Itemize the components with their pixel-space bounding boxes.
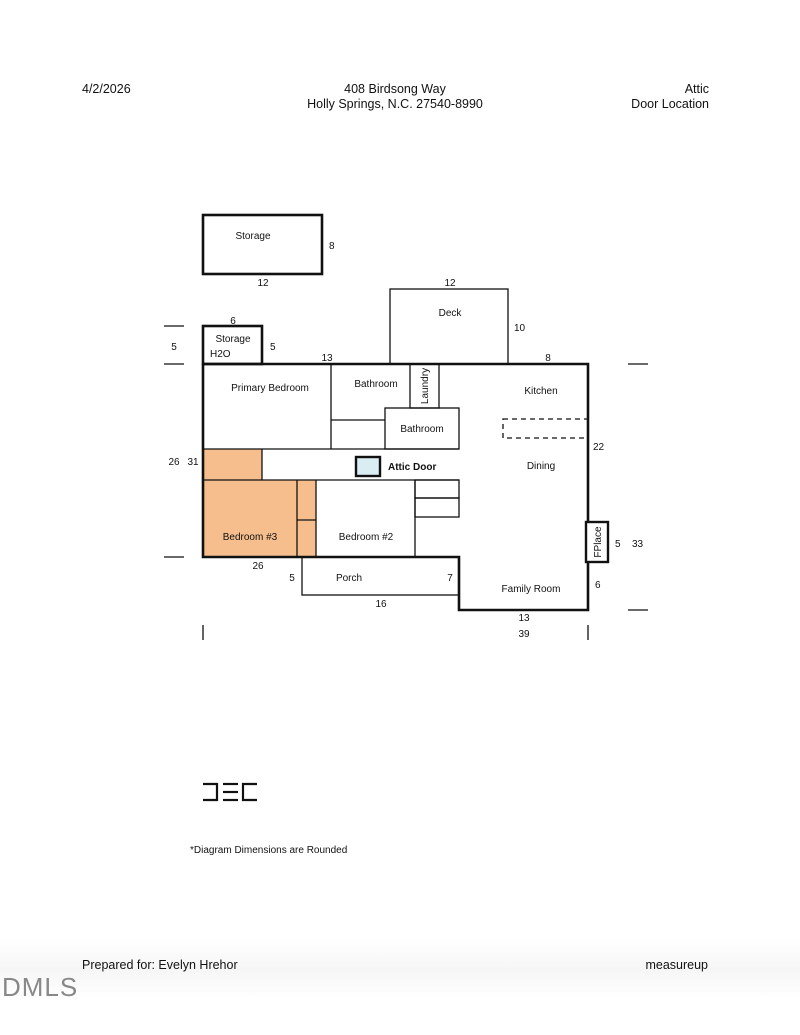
dim: 12	[444, 278, 456, 289]
dim: 8	[329, 241, 335, 252]
dim: 26	[252, 561, 264, 572]
storage-detached	[201, 213, 324, 276]
label-primary-bedroom: Primary Bedroom	[231, 383, 309, 394]
dim: 31	[187, 457, 199, 468]
label-laundry: Laundry	[420, 368, 431, 404]
bedroom3-area	[203, 480, 316, 557]
label-bedroom3: Bedroom #3	[223, 532, 278, 543]
dim: 6	[230, 316, 236, 327]
prepared-for: Prepared for: Evelyn Hrehor	[82, 958, 238, 972]
address-line1: 408 Birdsong Way	[344, 82, 446, 96]
attic-door-marker[interactable]	[354, 455, 382, 478]
dim: 5	[289, 573, 295, 584]
brand: measureup	[645, 958, 708, 972]
plan-title: Attic Door Location	[631, 82, 709, 112]
dim: 26	[168, 457, 180, 468]
date: 4/2/2026	[82, 82, 131, 96]
dim: 7	[447, 573, 453, 584]
label-storage-h2o: Storage	[215, 334, 250, 345]
dimensions-note: *Diagram Dimensions are Rounded	[190, 845, 347, 856]
title-line2: Door Location	[631, 97, 709, 111]
label-bathroom-2: Bathroom	[400, 424, 443, 435]
dim: 5	[171, 342, 177, 353]
exterior-wall	[201, 362, 590, 612]
address: 408 Birdsong Way Holly Springs, N.C. 275…	[250, 82, 540, 112]
fireplace	[584, 520, 610, 564]
dim: 5	[270, 342, 276, 353]
label-bedroom2: Bedroom #2	[339, 532, 394, 543]
label-dining: Dining	[527, 461, 555, 472]
dim: 39	[518, 629, 530, 640]
dimension-ticks	[164, 325, 648, 640]
dim: 5	[615, 539, 621, 550]
label-bathroom: Bathroom	[354, 379, 397, 390]
title-line1: Attic	[684, 82, 709, 96]
dim: 13	[321, 353, 333, 364]
label-kitchen: Kitchen	[524, 386, 557, 397]
label-h2o: H2O	[210, 349, 231, 360]
label-deck: Deck	[439, 308, 463, 319]
label-attic-door: Attic Door	[388, 462, 436, 473]
label-storage: Storage	[235, 231, 270, 242]
dec-logo	[203, 782, 257, 802]
dmls-watermark: DMLS	[2, 972, 79, 1002]
dim: 6	[595, 580, 601, 591]
dim: 33	[632, 539, 644, 550]
footer-band	[0, 940, 800, 1000]
dim: 10	[514, 323, 526, 334]
label-family-room: Family Room	[502, 584, 561, 595]
address-line2: Holly Springs, N.C. 27540-8990	[307, 97, 483, 111]
label-porch: Porch	[336, 573, 362, 584]
bedroom3-highlight	[203, 449, 262, 480]
dim: 8	[545, 353, 551, 364]
dim: 12	[257, 278, 269, 289]
dim: 22	[593, 442, 605, 453]
kitchen-island	[502, 418, 589, 439]
label-fireplace: FPlace	[593, 526, 604, 558]
deck	[389, 288, 509, 365]
dim: 16	[375, 599, 387, 610]
dim: 13	[518, 613, 530, 624]
